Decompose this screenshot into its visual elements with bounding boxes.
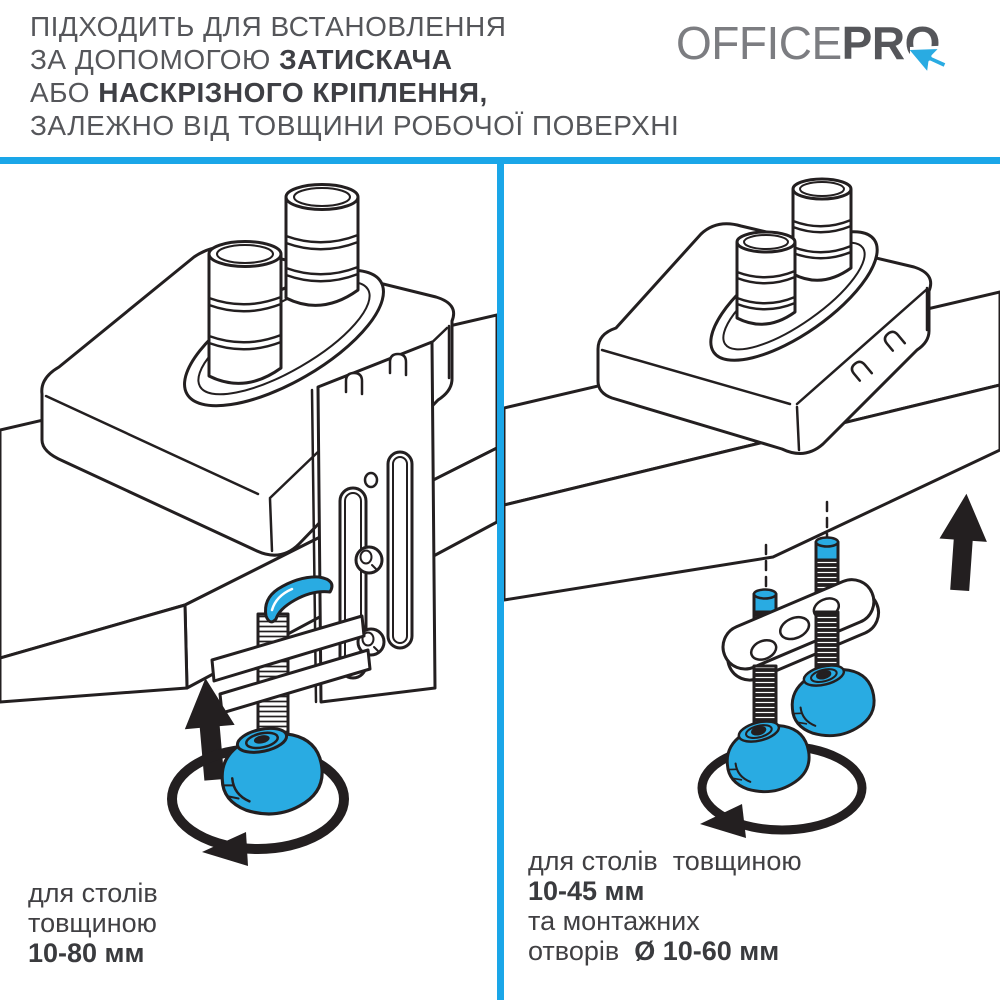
front-cylinder-right (735, 230, 797, 326)
header-line-3: АБО НАСКРІЗНОГО КРІПЛЕННЯ, (30, 77, 488, 108)
right-caption: для столів товщиною 10-45 мм та монтажни… (528, 846, 802, 966)
dashed-guide-line (764, 500, 829, 594)
rotate-arrowhead-icon (700, 804, 746, 838)
header-line-4: ЗАЛЕЖНО ВІД ТОВЩИНИ РОБОЧОЇ ПОВЕРХНІ (30, 110, 680, 141)
clamp-bracket (310, 340, 437, 704)
right-caption-range-2: Ø 10-60 мм (634, 936, 780, 966)
header-text: ПІДХОДИТЬ ДЛЯ ВСТАНОВЛЕННЯ ЗА ДОПОМОГОЮ … (30, 10, 690, 142)
left-caption-line-1: для столів (28, 878, 158, 908)
header-line-1: ПІДХОДИТЬ ДЛЯ ВСТАНОВЛЕННЯ (30, 11, 507, 42)
thumb-knob-left (220, 726, 324, 816)
front-cylinder-left (207, 240, 283, 385)
right-caption-line-2: та монтажних (528, 906, 700, 936)
logo-pr: PR (841, 17, 905, 69)
logo-o: O (905, 16, 949, 76)
mounting-plate (721, 578, 881, 682)
up-arrow-icon (939, 493, 987, 592)
right-caption-range-1: 10-45 мм (528, 876, 645, 906)
clamp-arm-upper (210, 614, 366, 683)
mount-hook-tab (883, 330, 907, 352)
left-caption-range: 10-80 мм (28, 938, 145, 968)
mouse-cursor-icon (909, 45, 949, 76)
rear-cylinder-right (791, 177, 853, 282)
header-line-2: ЗА ДОПОМОГОЮ ЗАТИСКАЧА (30, 44, 453, 75)
left-caption-line-2: товщиною (28, 908, 157, 938)
mount-hook-tab (850, 360, 874, 382)
clamp-mount-illustration (0, 183, 497, 866)
officepro-logo: OFFICEPRO (676, 16, 949, 76)
right-caption-line-1: для столів товщиною (528, 846, 802, 876)
rear-cylinder-left (284, 183, 360, 307)
left-caption: для столів товщиною 10-80 мм (28, 878, 158, 968)
logo-office: OFFICE (676, 17, 842, 69)
vertical-divider (497, 157, 504, 1000)
clamp-screw (210, 575, 372, 740)
right-caption-line-3: отворів Ø 10-60 мм (528, 936, 780, 966)
rotate-arrowhead-icon (202, 832, 248, 866)
grommet-mount-illustration (504, 177, 1000, 838)
mount-base-left (40, 183, 456, 557)
mount-base-right (596, 177, 933, 455)
quick-release-lever (264, 575, 334, 624)
